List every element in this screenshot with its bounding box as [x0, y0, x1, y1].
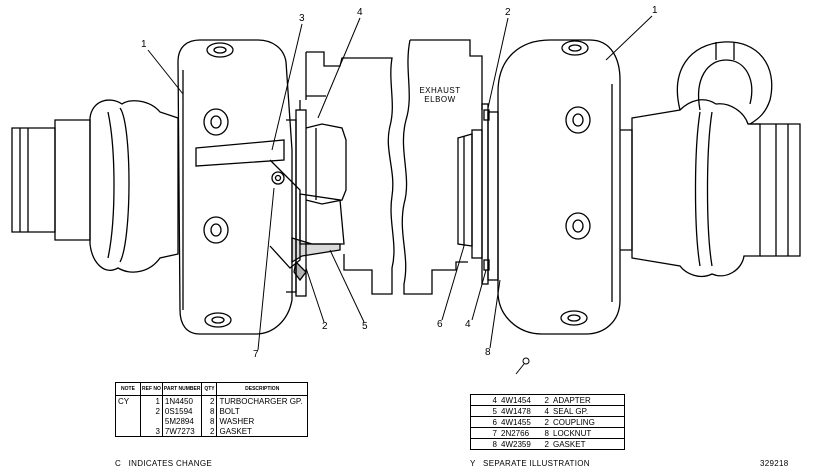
header-note: NOTE: [115, 382, 141, 396]
left-bolt-bosses: [203, 42, 234, 328]
cell-ref: 7: [470, 427, 499, 439]
cell-part: 4W1478: [499, 405, 539, 417]
cell-note: [115, 426, 141, 437]
callout-3: 3: [299, 13, 305, 24]
cell-desc: SEAL GP.: [551, 405, 625, 417]
right-turbocharger: [457, 39, 801, 335]
cell-ref: 8: [470, 438, 499, 450]
header-part-number: PART NUMBER: [161, 382, 203, 396]
callout-1-right: 1: [652, 5, 658, 16]
parts-table-header: NOTE REF NO PART NUMBER QTY DESCRIPTION: [115, 382, 308, 396]
callout-2-bottom: 2: [322, 321, 328, 332]
callout-leaders: [147, 15, 653, 375]
cell-ref: 4: [470, 394, 499, 406]
cell-desc: TURBOCHARGER GP.: [216, 395, 308, 406]
cell-qty: 4: [539, 405, 551, 417]
cell-desc: ADAPTER: [551, 394, 625, 406]
exhaust-elbow-label-line2: ELBOW: [424, 95, 456, 104]
exhaust-elbow-label: EXHAUST ELBOW: [414, 86, 466, 104]
table-row: 5 4W1478 4 SEAL GP.: [470, 405, 625, 417]
table-row: 5M2894 8 WASHER: [115, 416, 308, 426]
cell-qty: 2: [539, 394, 551, 406]
right-bolt-bosses: [560, 40, 591, 326]
callout-2-top: 2: [505, 7, 511, 18]
cell-part: 2N2766: [499, 427, 539, 439]
cell-qty: 2: [201, 395, 218, 406]
parts-table-right: 4 4W1454 2 ADAPTER 5 4W1478 4 SEAL GP. 6…: [470, 394, 625, 450]
cell-ref: 1: [140, 395, 163, 406]
cell-desc: BOLT: [216, 406, 308, 416]
table-row: 7 2N2766 8 LOCKNUT: [470, 427, 625, 439]
table-row: 3 7W7273 2 GASKET: [115, 426, 308, 437]
header-description: DESCRIPTION: [216, 382, 308, 396]
cell-part: 4W2359: [499, 438, 539, 450]
callout-5: 5: [362, 321, 368, 332]
cell-desc: GASKET: [216, 426, 308, 437]
cell-ref: 6: [470, 416, 499, 428]
cell-part: 0S1594: [161, 406, 203, 416]
cell-qty: 8: [201, 406, 218, 416]
header-ref-no: REF NO: [140, 382, 163, 396]
callout-1-left: 1: [141, 39, 147, 50]
callout-8: 8: [485, 347, 491, 358]
cell-qty: 8: [539, 427, 551, 439]
cell-note: [115, 416, 141, 426]
cell-ref: 3: [140, 426, 163, 437]
table-row: CY 1 1N4450 2 TURBOCHARGER GP.: [115, 395, 308, 406]
table-row: 8 4W2359 2 GASKET: [470, 438, 625, 450]
callout-6: 6: [437, 319, 443, 330]
cell-part: 5M2894: [161, 416, 203, 426]
cell-desc: COUPLING: [551, 416, 625, 428]
cell-qty: 2: [539, 416, 551, 428]
cell-qty: 2: [539, 438, 551, 450]
cell-qty: 8: [201, 416, 218, 426]
separate-illustration-note: Y SEPARATE ILLUSTRATION: [470, 459, 590, 468]
header-qty: QTY: [201, 382, 218, 396]
exhaust-elbow: [305, 39, 483, 295]
cell-qty: 2: [201, 426, 218, 437]
table-row: 4 4W1454 2 ADAPTER: [470, 394, 625, 406]
cell-desc: GASKET: [551, 438, 625, 450]
illustration-number: 329218: [760, 459, 789, 468]
parts-table-left: NOTE REF NO PART NUMBER QTY DESCRIPTION …: [115, 382, 308, 437]
indicates-change-note: C INDICATES CHANGE: [115, 459, 212, 468]
cell-desc: WASHER: [216, 416, 308, 426]
cell-part: 7W7273: [161, 426, 203, 437]
cell-note: [115, 406, 141, 416]
callout-4-bottom: 4: [465, 319, 471, 330]
cell-ref: [140, 416, 163, 426]
callout-4-top: 4: [357, 7, 363, 18]
callout-7: 7: [253, 349, 259, 360]
cell-note: CY: [115, 395, 141, 406]
table-row: 6 4W1455 2 COUPLING: [470, 416, 625, 428]
cell-ref: 5: [470, 405, 499, 417]
left-turbocharger: [11, 39, 347, 335]
table-row: 2 0S1594 8 BOLT: [115, 406, 308, 416]
cell-desc: LOCKNUT: [551, 427, 625, 439]
cell-part: 4W1455: [499, 416, 539, 428]
cell-part: 1N4450: [161, 395, 203, 406]
cell-ref: 2: [140, 406, 163, 416]
exhaust-elbow-label-line1: EXHAUST: [419, 86, 461, 95]
cell-part: 4W1454: [499, 394, 539, 406]
